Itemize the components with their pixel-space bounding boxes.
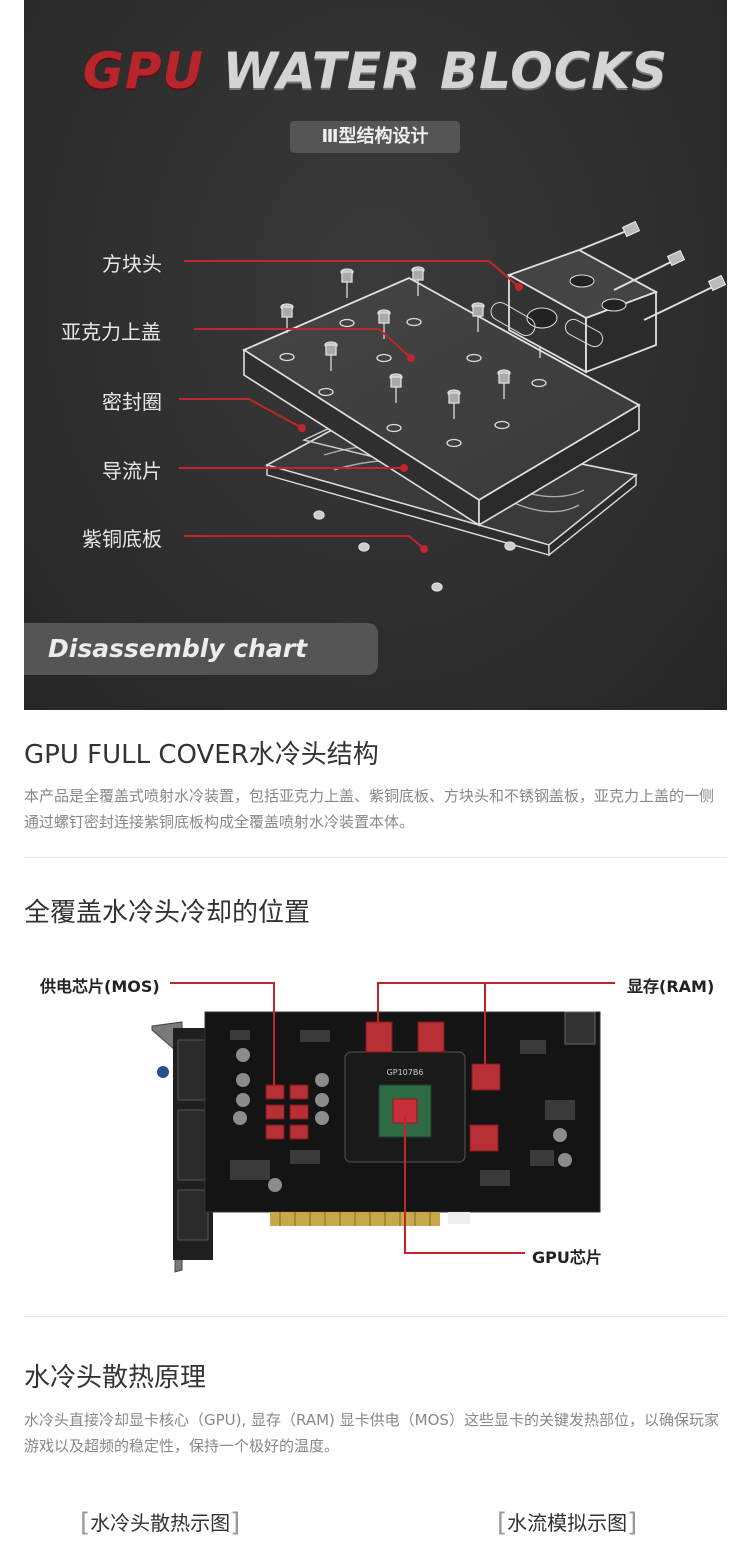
section-principle-body: 水冷头直接冷却显卡核心（GPU), 显存（RAM) 显卡供电（MOS）这些显卡的…	[24, 1411, 719, 1455]
label-gpu-chip: GPU芯片	[532, 1248, 602, 1267]
terminal-block	[490, 220, 727, 374]
label-mos: 供电芯片(MOS)	[40, 977, 160, 996]
gpu-board-figure: GP107B6 供电芯片(MOS) 显	[0, 960, 750, 1280]
section-cooling-position-title: 全覆盖水冷头冷却的位置	[24, 898, 311, 928]
disassembly-chart-tab: Disassembly chart	[24, 623, 378, 675]
caption-heat-diagram-text: 水冷头散热示图	[90, 1511, 231, 1535]
caption-flow-diagram-text: 水流模拟示图	[507, 1511, 628, 1535]
acrylic-top-cover	[242, 276, 641, 527]
divider	[24, 1316, 727, 1317]
section-structure-body: 本产品是全覆盖式喷射水冷装置，包括亚克力上盖、紫铜底板、方块头和不锈钢盖板，亚克…	[24, 787, 715, 831]
caption-heat-diagram: [水冷头散热示图]	[80, 1507, 241, 1538]
label-acrylic-cover: 亚克力上盖	[61, 320, 161, 344]
hero-title-gpu: GPU	[82, 42, 205, 100]
label-ram: 显存(RAM)	[627, 977, 715, 996]
label-terminal-block: 方块头	[102, 252, 162, 276]
caption-flow-diagram: [水流模拟示图]	[497, 1507, 638, 1538]
label-flow-guide: 导流片	[102, 459, 162, 483]
cover-holes	[279, 317, 547, 448]
bracket-close: ]	[230, 1508, 241, 1538]
gpu-board-svg: GP107B6	[151, 982, 615, 1273]
bracket-open: [	[80, 1508, 91, 1538]
label-copper-base: 紫铜底板	[82, 527, 162, 551]
structure-badge: Ⅲ型结构设计	[290, 121, 460, 153]
section-structure-title: GPU FULL COVER水冷头结构	[24, 740, 379, 770]
bracket-open: [	[497, 1508, 508, 1538]
exploded-diagram	[179, 220, 727, 592]
io-bracket	[151, 1021, 213, 1273]
section-principle-title: 水冷头散热原理	[24, 1363, 207, 1393]
hero-title-rest: WATER BLOCKS	[222, 42, 669, 100]
label-seal-ring: 密封圈	[102, 390, 162, 414]
hero-title: GPU WATER BLOCKS	[24, 42, 727, 100]
pcb: GP107B6	[204, 1011, 601, 1226]
gpu-chip-text: GP107B6	[387, 1068, 424, 1077]
divider	[24, 857, 727, 858]
board-leader-lines	[170, 982, 615, 1254]
leader-lines	[179, 260, 523, 553]
bracket-close: ]	[627, 1508, 638, 1538]
hero-banner: GPU WATER BLOCKS Ⅲ型结构设计	[24, 0, 727, 710]
